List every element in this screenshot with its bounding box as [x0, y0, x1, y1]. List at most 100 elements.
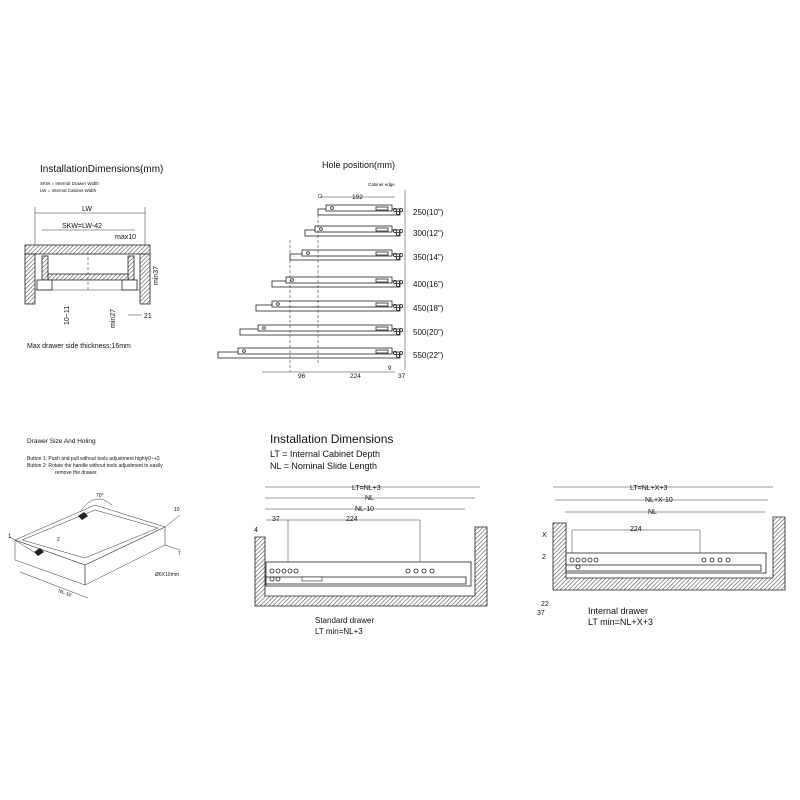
dim-37-label: 37 [537, 610, 545, 617]
mount-hole [392, 327, 397, 332]
slide-slot [375, 227, 389, 232]
mount-hole [392, 207, 397, 212]
front-hole-group [269, 568, 299, 582]
rear-hole-group [701, 557, 731, 563]
legend-skw: SKW = Internal Drawer Width [40, 181, 99, 186]
mount-hole [290, 278, 294, 282]
slide-slot [375, 251, 389, 256]
mount-hole [392, 350, 397, 355]
slide-right [121, 279, 138, 291]
button1-lever-icon [34, 548, 44, 556]
lt-definition: LT = Internal Cabinet Depth [270, 449, 380, 459]
leader-1 [9, 536, 35, 553]
cabinet-top-panel [24, 244, 151, 255]
dim-skw-label: SKW=LW-42 [62, 223, 102, 230]
leader-7 [164, 544, 181, 551]
dim-4-label: 4 [254, 527, 258, 534]
mount-hole [398, 303, 403, 308]
nl-definition: NL = Nominal Slide Length [270, 461, 377, 471]
slide-size-label: 500(20") [413, 328, 444, 337]
legend-lw: LW = Internal Cabinet Width [40, 188, 97, 193]
slide-slot [375, 326, 389, 331]
mount-hole [395, 255, 400, 260]
label-1: 1 [8, 534, 12, 540]
mount-hole [392, 279, 397, 284]
mount-hole [398, 207, 403, 212]
front-hole-group [569, 557, 599, 570]
drawer-inner [21, 509, 159, 559]
drawer-left-side [41, 255, 49, 281]
slide-rail [265, 576, 467, 585]
slide-body [314, 225, 393, 233]
mount-hole [398, 350, 403, 355]
section-title: Hole position(mm) [322, 160, 395, 170]
dim-min27-label: min27 [110, 309, 117, 328]
label-10: 10 [174, 507, 180, 513]
button2-lever-icon [78, 512, 88, 520]
slide-body [271, 300, 393, 308]
leader-10 [164, 514, 181, 528]
slide-size-label: 450(18") [413, 304, 444, 313]
mount-hole [306, 251, 310, 255]
dim-192-label: 192 [352, 194, 363, 201]
hole-position-section: Hole position(mm) Cabinet edge 192 250(1… [217, 160, 444, 380]
slide-slot [375, 206, 389, 211]
slide-body [237, 347, 393, 355]
mount-hole [398, 228, 403, 233]
standard-drawer-lt-min: LT min=NL+3 [315, 627, 363, 636]
slide-body [285, 276, 393, 284]
dim-lw-label: LW [82, 206, 92, 213]
dim-96-label: 96 [298, 373, 306, 380]
install-title: Installation Dimensions [270, 432, 393, 446]
slide-size-label: 550(22") [413, 351, 444, 360]
slide-rows: 250(10")300(12")350(14")400(16")450(18")… [217, 204, 444, 360]
dim-224-label: 224 [350, 373, 361, 380]
dim-nlx-label: NL+X-10 [645, 497, 673, 504]
cabinet-left-panel [24, 253, 36, 305]
standard-drawer-caption: Standard drawer [315, 616, 374, 625]
dim-10-11-label: 10~11 [64, 306, 71, 325]
max-thickness-note: Max drawer side thickness:16mm [27, 343, 131, 350]
dim-min37-label: min37 [153, 266, 160, 285]
label-2: 2 [57, 537, 60, 543]
dim-224-label: 224 [630, 526, 642, 533]
slide-slot [375, 349, 389, 354]
mount-hole [398, 252, 403, 257]
mount-hole [392, 252, 397, 257]
internal-drawer-caption: Internal drawer [588, 606, 648, 616]
slide-left [36, 279, 53, 291]
slide-body [301, 249, 393, 257]
dim-37-label: 37 [398, 373, 406, 380]
screw-icon [317, 193, 323, 199]
slide-size-label: 350(14") [413, 253, 444, 262]
mount-hole [276, 302, 280, 306]
angle-label: 70° [96, 493, 104, 499]
mount-hole [392, 228, 397, 233]
slide-size-label: 400(16") [413, 280, 444, 289]
mount-hole [395, 353, 400, 358]
mount-hole [395, 210, 400, 215]
standard-drawer-section: Installation Dimensions LT = Internal Ca… [254, 432, 488, 636]
slide-slot [301, 576, 323, 582]
dim-lt-label: LT=NL+X+3 [630, 485, 668, 492]
internal-drawer-lt-min: LT min=NL+X+3 [588, 617, 653, 627]
rear-hole-group [405, 568, 435, 574]
cabinet-edge-label: Cabinet edge [368, 182, 395, 187]
section-title: Drawer Size And Holing [27, 438, 96, 445]
label-7: 7 [178, 551, 181, 557]
dim-nl-label: NL [365, 495, 374, 502]
mount-hole [398, 327, 403, 332]
slide-size-label: 250(10") [413, 208, 444, 217]
dim-max10-label: max10 [115, 234, 136, 241]
dim-224-label: 224 [346, 516, 358, 523]
internal-drawer-section: LT=NL+X+3 NL+X-10 NL 224 X 2 22 37 Inter… [537, 485, 786, 627]
dim-9-label: 9 [388, 366, 392, 372]
slide-rail [565, 564, 762, 572]
mount-hole [242, 349, 246, 353]
slide-slot [375, 302, 389, 307]
slide-body [257, 324, 393, 332]
drawer-size-section: Drawer Size And Holing Button 1: Push an… [8, 438, 181, 599]
cabinet-section [254, 526, 488, 607]
dim-lt-label: LT=NL+3 [352, 485, 381, 492]
